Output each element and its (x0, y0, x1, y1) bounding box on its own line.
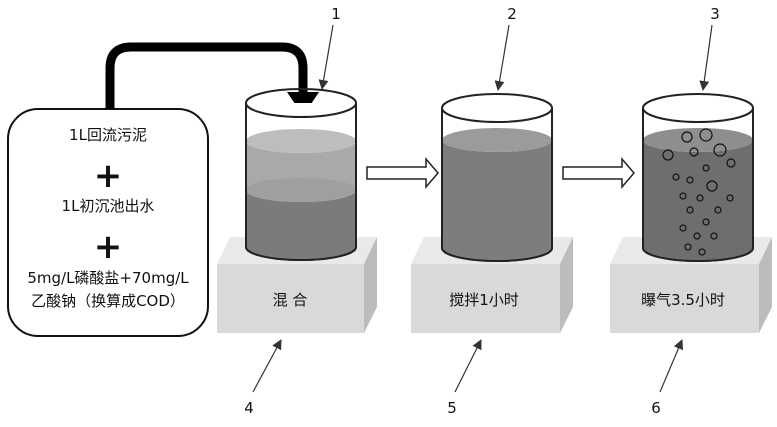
callout-number: 4 (244, 399, 254, 417)
input-line-acetate: 乙酸钠（换算成COD） (31, 292, 185, 310)
platform-label: 混 合 (273, 291, 308, 309)
callout-number: 5 (447, 399, 457, 417)
platform-label: 曝气3.5小时 (641, 291, 725, 309)
plus-sign: + (94, 156, 123, 196)
input-box: 1L回流污泥 + 1L初沉池出水 + 5mg/L磷酸盐+70mg/L 乙酸钠（换… (7, 108, 209, 337)
beaker-aeration (642, 93, 754, 262)
air-bubbles (662, 128, 736, 256)
callout-number: 1 (331, 5, 341, 23)
input-line-sludge: 1L回流污泥 (69, 126, 147, 144)
callout-number: 2 (507, 5, 517, 23)
callout-number: 3 (710, 5, 720, 23)
plus-sign: + (94, 227, 123, 267)
flow-arrow-right-icon (562, 156, 635, 190)
callout-number: 6 (651, 399, 661, 417)
platform-label: 搅拌1小时 (449, 291, 519, 309)
feed-pipe-arrow (105, 42, 308, 109)
flow-arrow-right-icon (366, 156, 439, 190)
beaker-stirring (441, 93, 553, 262)
input-line-effluent: 1L初沉池出水 (62, 197, 155, 215)
beaker-mixing (245, 88, 357, 261)
input-line-phosphate: 5mg/L磷酸盐+70mg/L (27, 269, 189, 287)
